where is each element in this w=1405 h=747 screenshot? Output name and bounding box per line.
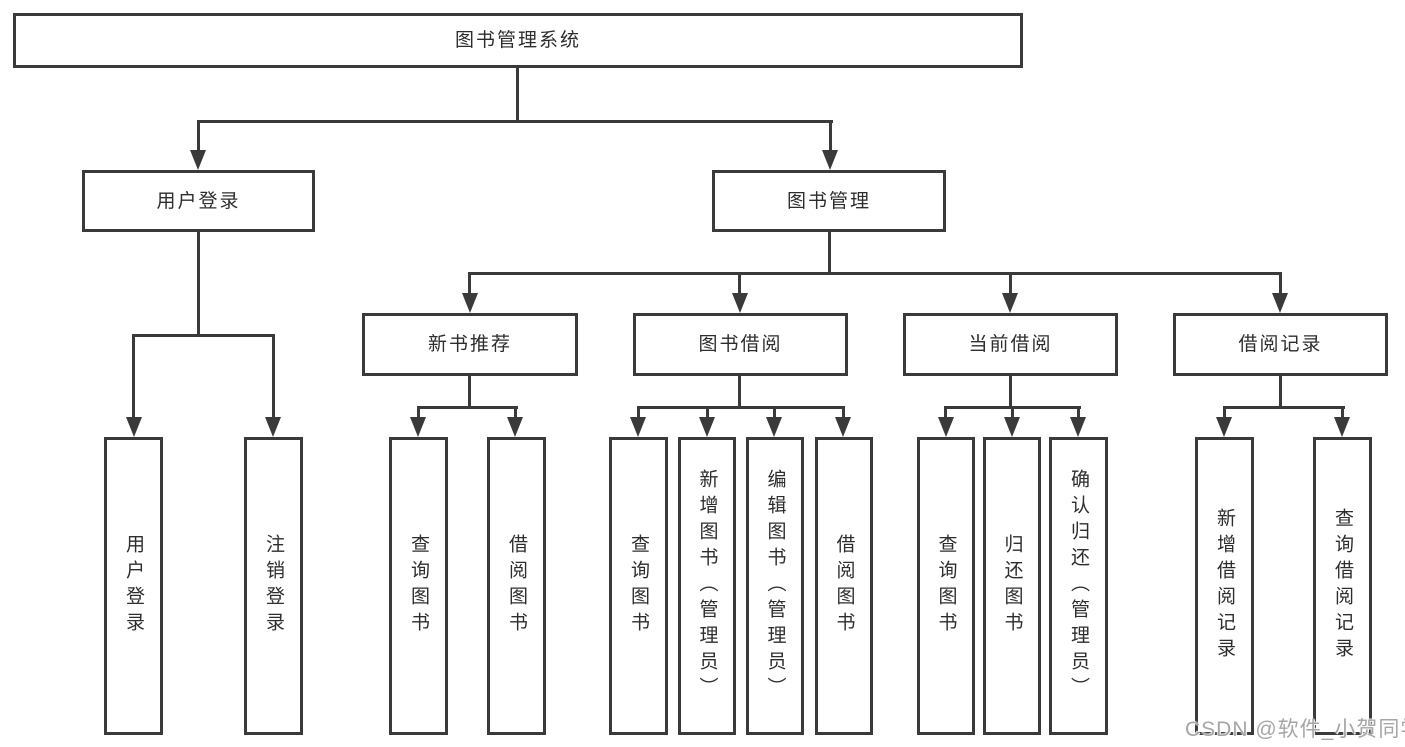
node-new-book-recommend-label: 新书推荐 [427, 334, 512, 355]
connector-line [197, 120, 833, 123]
connector-line [1341, 406, 1344, 420]
arrowhead-down-icon [126, 417, 142, 437]
leaf-borrow-books-recommend-label: 借阅图书 [506, 534, 527, 638]
node-current-borrowing: 当前借阅 [903, 313, 1118, 376]
connector-line [1279, 376, 1282, 409]
leaf-return-books: 归还图书 [983, 437, 1041, 735]
arrowhead-down-icon [1216, 417, 1232, 437]
connector-line [468, 272, 1282, 275]
arrowhead-down-icon [265, 417, 281, 437]
leaf-query-books-borrowing: 查询图书 [609, 437, 668, 735]
connector-line [706, 406, 709, 420]
leaf-add-borrow-record-label: 新增借阅记录 [1214, 508, 1235, 664]
connector-line [514, 406, 517, 420]
arrowhead-down-icon [190, 150, 206, 170]
arrowhead-down-icon [822, 150, 838, 170]
leaf-user-login-label: 用户登录 [123, 534, 144, 638]
arrowhead-down-icon [766, 417, 782, 437]
arrowhead-down-icon [1004, 417, 1020, 437]
leaf-query-books-recommend-label: 查询图书 [408, 534, 429, 638]
leaf-query-borrow-record-label: 查询借阅记录 [1332, 508, 1353, 664]
connector-line [738, 376, 741, 409]
connector-line [944, 406, 947, 420]
connector-line [1009, 272, 1012, 294]
node-user-login-label: 用户登录 [156, 190, 241, 212]
connector-line [417, 406, 420, 420]
node-book-borrowing: 图书借阅 [633, 313, 848, 376]
connector-line [637, 406, 845, 409]
node-book-borrowing-label: 图书借阅 [698, 334, 783, 355]
connector-line [272, 334, 275, 419]
connector-line [1077, 406, 1080, 420]
arrowhead-down-icon [1272, 293, 1288, 313]
arrowhead-down-icon [1334, 417, 1350, 437]
arrowhead-down-icon [699, 417, 715, 437]
connector-line [197, 120, 200, 152]
arrowhead-down-icon [410, 417, 426, 437]
connector-line [1279, 272, 1282, 294]
arrowhead-down-icon [835, 417, 851, 437]
watermark: CSDN @软件_小贺同学 [1185, 718, 1405, 741]
connector-line [1223, 406, 1226, 420]
leaf-return-books-label: 归还图书 [1001, 534, 1023, 638]
connector-line [468, 376, 471, 409]
connector-line [773, 406, 776, 420]
leaf-query-books-recommend: 查询图书 [389, 437, 448, 735]
leaf-add-books-admin-label: 新增图书（管理员） [696, 469, 718, 703]
connector-line [132, 334, 275, 337]
connector-line [468, 272, 471, 294]
leaf-edit-books-admin-label: 编辑图书（管理员） [764, 469, 786, 703]
arrowhead-down-icon [1002, 293, 1018, 313]
arrowhead-down-icon [938, 417, 954, 437]
leaf-query-books-borrowing-label: 查询图书 [628, 534, 649, 638]
connector-line [842, 406, 845, 420]
leaf-logout-label: 注销登录 [263, 534, 284, 638]
connector-line [738, 272, 741, 294]
connector-line [637, 406, 640, 420]
arrowhead-down-icon [630, 417, 646, 437]
leaf-logout: 注销登录 [244, 437, 303, 735]
connector-line [1009, 376, 1012, 409]
node-book-management-label: 图书管理 [786, 190, 871, 212]
leaf-borrow-books-borrowing-label: 借阅图书 [833, 534, 855, 638]
leaf-confirm-return-admin: 确认归还（管理员） [1049, 437, 1108, 735]
leaf-borrow-books-recommend: 借阅图书 [487, 437, 546, 735]
arrowhead-down-icon [1070, 417, 1086, 437]
connector-line [132, 334, 135, 419]
arrowhead-down-icon [732, 293, 748, 313]
connector-line [516, 68, 519, 122]
node-borrowing-records: 借阅记录 [1173, 313, 1388, 376]
leaf-query-borrow-record: 查询借阅记录 [1313, 437, 1372, 735]
node-book-management: 图书管理 [712, 170, 946, 232]
arrowhead-down-icon [507, 417, 523, 437]
leaf-query-books-current-label: 查询图书 [935, 534, 957, 638]
node-root: 图书管理系统 [13, 13, 1023, 68]
connector-line [1223, 406, 1345, 409]
leaf-add-books-admin: 新增图书（管理员） [678, 437, 736, 735]
leaf-edit-books-admin: 编辑图书（管理员） [746, 437, 804, 735]
leaf-query-books-current: 查询图书 [917, 437, 975, 735]
node-new-book-recommend: 新书推荐 [362, 313, 578, 376]
node-root-label: 图书管理系统 [454, 30, 581, 51]
node-current-borrowing-label: 当前借阅 [968, 334, 1053, 355]
connector-line [1011, 406, 1014, 420]
connector-line [417, 406, 518, 409]
connector-line [828, 232, 831, 275]
leaf-user-login: 用户登录 [104, 437, 163, 735]
connector-line [197, 232, 200, 336]
node-borrowing-records-label: 借阅记录 [1238, 334, 1323, 355]
node-user-login: 用户登录 [82, 170, 315, 232]
leaf-borrow-books-borrowing: 借阅图书 [815, 437, 873, 735]
arrowhead-down-icon [462, 293, 478, 313]
connector-line [829, 120, 832, 152]
leaf-add-borrow-record: 新增借阅记录 [1195, 437, 1254, 735]
leaf-confirm-return-admin-label: 确认归还（管理员） [1068, 469, 1089, 703]
